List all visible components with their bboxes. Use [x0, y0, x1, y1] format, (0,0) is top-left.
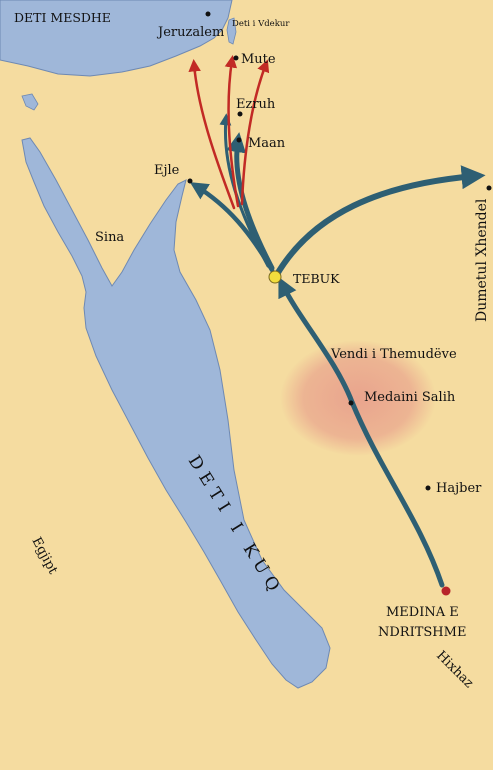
ejle-label: Ejle [154, 163, 180, 178]
hajber-label: Hajber [436, 481, 482, 496]
medaini-salih-label: Medaini Salih [364, 390, 456, 405]
ezruh-label: Ezruh [236, 97, 276, 112]
dead-sea [226, 17, 237, 45]
mute-label: Mute [241, 52, 276, 67]
mute-marker [233, 55, 239, 61]
hajber-marker [425, 485, 431, 491]
jerusalem-marker [205, 11, 211, 17]
thamud-region [280, 340, 436, 456]
medina-marker [441, 586, 451, 596]
medaini-salih-marker [348, 400, 354, 406]
small-lake [21, 93, 39, 111]
tebuk-label: TEBUK [293, 271, 340, 286]
route-red-1 [188, 59, 236, 210]
maan-marker [236, 137, 242, 143]
tebuk-marker [268, 270, 282, 284]
dumetul-marker [486, 185, 492, 191]
mediterranean-label: DETI MESDHE [14, 10, 111, 25]
route-red-3 [240, 59, 270, 206]
dumetul-label: Dumetul Xhendel [474, 198, 490, 322]
route-red-2 [224, 55, 240, 208]
medina-label-line1: MEDINA E [386, 605, 459, 620]
maan-label: Maan [248, 136, 286, 151]
dead-sea-label: Deti i Vdekur [232, 19, 290, 29]
ezruh-marker [237, 111, 243, 117]
route-medina-tebuk [278, 276, 445, 588]
red-sea [21, 137, 331, 689]
mediterranean-sea [0, 0, 233, 77]
route-tebuk-maan [226, 132, 275, 271]
ejle-marker [187, 178, 193, 184]
medina-label-line2: NDRITSHME [378, 625, 466, 640]
sinai-label: Sina [95, 230, 124, 245]
thamud-valley-label: Vendi i Themudëve [330, 347, 457, 362]
route-tebuk-dumetul [273, 165, 486, 279]
jerusalem-label: Jeruzalem [156, 25, 224, 40]
